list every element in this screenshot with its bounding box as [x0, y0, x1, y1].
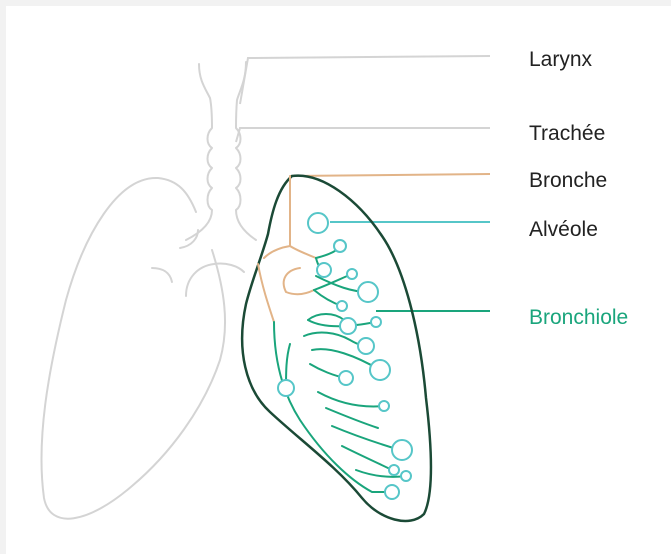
alveole — [347, 269, 357, 279]
label-trachee: Trachée — [529, 122, 605, 146]
alveole — [358, 282, 378, 302]
alveole — [308, 213, 328, 233]
alveole — [389, 465, 399, 475]
alveole — [340, 318, 356, 334]
label-alveole: Alvéole — [529, 218, 598, 242]
airway-outline — [41, 62, 256, 519]
alveole — [401, 471, 411, 481]
alveole — [385, 485, 399, 499]
bronche-leader — [290, 174, 490, 176]
right-lung-outline — [242, 176, 431, 521]
alveole — [371, 317, 381, 327]
larynx-leader — [240, 56, 490, 104]
alveole — [370, 360, 390, 380]
alveole — [334, 240, 346, 252]
alveole — [379, 401, 389, 411]
label-bronche: Bronche — [529, 169, 607, 193]
label-larynx: Larynx — [529, 48, 592, 72]
diagram-canvas: Larynx Trachée Bronche Alvéole Bronchiol… — [6, 6, 671, 554]
alveole — [317, 263, 331, 277]
alveole — [337, 301, 347, 311]
alveole — [358, 338, 374, 354]
alveole — [392, 440, 412, 460]
respiratory-diagram — [6, 6, 671, 554]
alveole — [339, 371, 353, 385]
alveole — [278, 380, 294, 396]
leader-lines — [236, 56, 490, 311]
trachee-leader — [236, 128, 490, 142]
label-bronchiole: Bronchiole — [529, 306, 628, 330]
bronche — [258, 176, 316, 322]
